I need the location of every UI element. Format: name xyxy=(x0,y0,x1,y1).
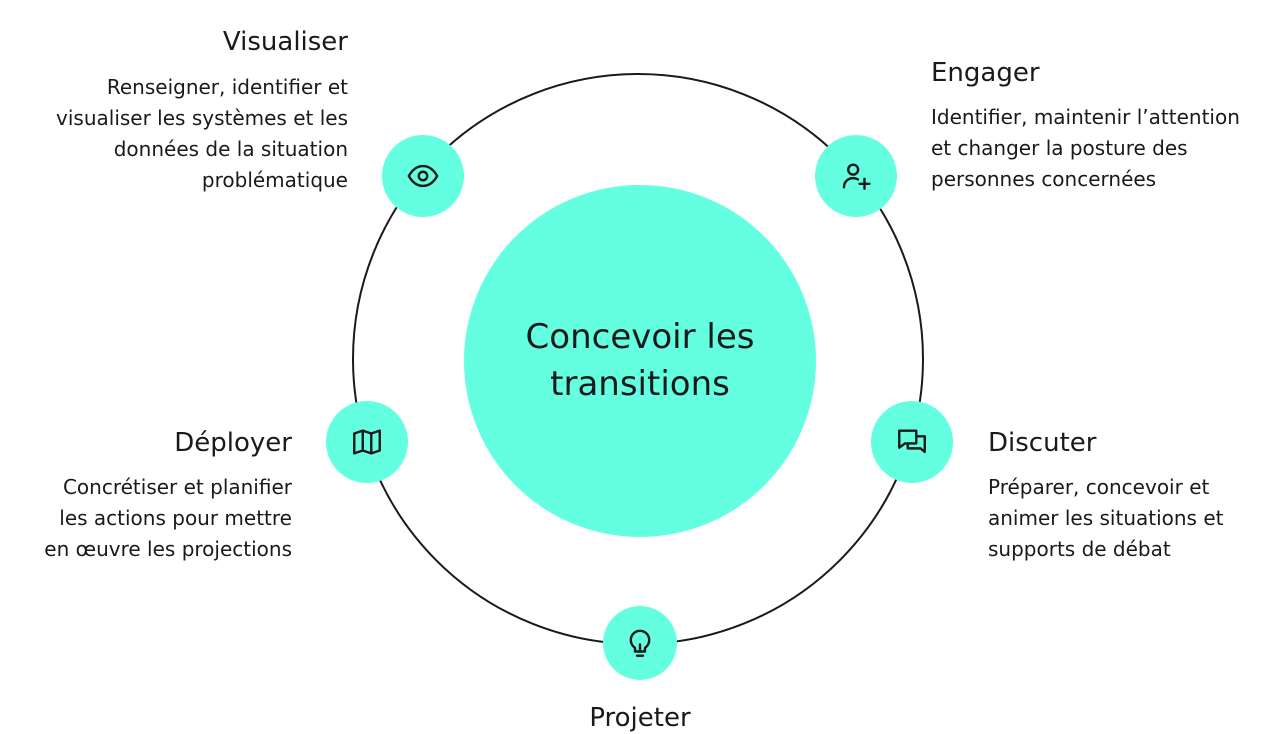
step-desc-visualiser: Renseigner, identifier et visualiser les… xyxy=(56,72,348,196)
map-icon xyxy=(353,429,381,455)
desc-line: les actions pour mettre xyxy=(59,506,292,530)
node-visualiser xyxy=(382,135,464,217)
desc-line: Identifier, maintenir l’attention xyxy=(931,105,1240,129)
node-engager xyxy=(815,135,897,217)
step-desc-deployer: Concrétiser et planifier les actions pou… xyxy=(44,472,292,565)
center-circle: Concevoir les transitions xyxy=(464,185,816,537)
step-title-projeter: Projeter xyxy=(589,703,691,733)
desc-line: Concrétiser et planifier xyxy=(62,475,292,499)
node-discuter xyxy=(871,401,953,483)
desc-line: et changer la posture des xyxy=(931,136,1188,160)
center-title: Concevoir les transitions xyxy=(525,317,755,404)
node-deployer xyxy=(326,401,408,483)
desc-line: Renseigner, identifier et xyxy=(106,75,348,99)
lightbulb-icon xyxy=(629,629,651,657)
step-title-visualiser: Visualiser xyxy=(222,27,348,57)
eye-icon xyxy=(407,164,439,188)
step-desc-discuter: Préparer, concevoir et animer les situat… xyxy=(988,472,1223,565)
desc-line: problématique xyxy=(201,168,348,192)
step-title-engager: Engager xyxy=(931,58,1040,88)
desc-line: personnes concernées xyxy=(931,167,1157,191)
step-desc-engager: Identifier, maintenir l’attention et cha… xyxy=(931,102,1240,195)
desc-line: visualiser les systèmes et les xyxy=(56,106,348,130)
user-plus-icon xyxy=(842,163,871,190)
step-title-deployer: Déployer xyxy=(174,428,292,458)
desc-line: Préparer, concevoir et xyxy=(988,475,1210,499)
step-title-discuter: Discuter xyxy=(988,428,1097,458)
desc-line: supports de débat xyxy=(988,537,1171,561)
desc-line: animer les situations et xyxy=(988,506,1224,530)
chat-bubbles-icon xyxy=(898,429,926,454)
desc-line: en œuvre les projections xyxy=(44,537,292,561)
desc-line: données de la situation xyxy=(113,137,348,161)
node-projeter xyxy=(603,606,677,680)
